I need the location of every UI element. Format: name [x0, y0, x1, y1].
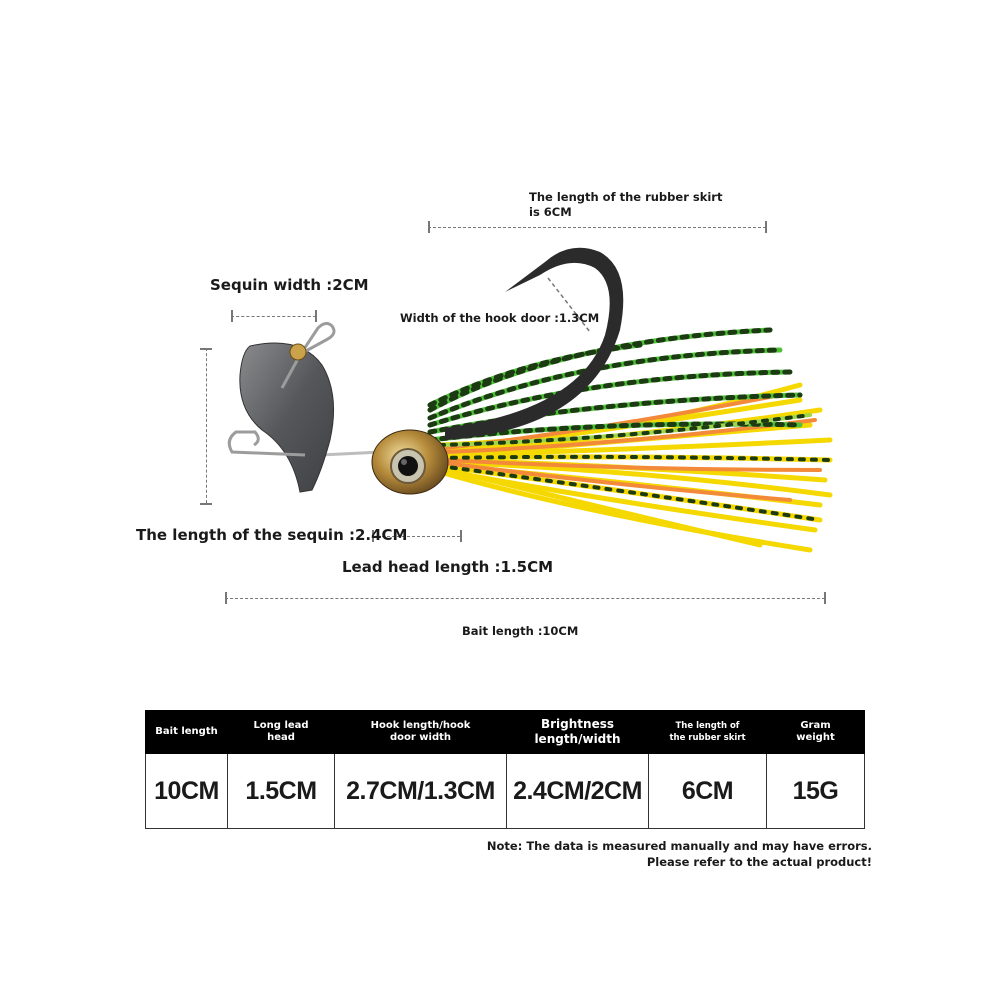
hook — [445, 247, 624, 440]
value-hook: 2.7CM/1.3CM — [334, 753, 507, 829]
note-line2: Please refer to the actual product! — [646, 855, 872, 869]
sequin-width-line — [231, 316, 316, 317]
measurement-note: Note: The data is measured manually and … — [487, 838, 872, 870]
skirt-dim-tick-left — [428, 221, 430, 233]
value-brightness: 2.4CM/2CM — [506, 753, 649, 829]
sequin-length-tick-bottom — [200, 503, 212, 505]
skirt-label-line1: The length of the rubber skirt — [529, 190, 723, 204]
hook-door-label: Width of the hook door :1.3CM — [400, 311, 600, 325]
bait-length-tick-left — [225, 592, 227, 604]
lead-head-line — [372, 536, 460, 537]
line-tie — [227, 430, 306, 457]
bait-length-line — [225, 598, 825, 599]
skirt-dimension-line — [428, 227, 766, 228]
spec-value-row: 10CM 1.5CM 2.7CM/1.3CM 2.4CM/2CM 6CM 15G — [145, 753, 865, 829]
skirt-dim-tick-right — [765, 221, 767, 233]
sequin-length-line — [206, 348, 207, 503]
value-weight: 15G — [766, 753, 865, 829]
bait-length-label: Bait length :10CM — [462, 624, 579, 638]
snap-clip — [280, 321, 336, 389]
sequin-width-label: Sequin width :2CM — [210, 276, 369, 294]
value-bait-length: 10CM — [145, 753, 228, 829]
lead-head-tick-right — [460, 530, 462, 542]
note-line1: Note: The data is measured manually and … — [486, 839, 872, 853]
sequin-width-tick-left — [231, 310, 233, 322]
lead-head-label: Lead head length :1.5CM — [342, 558, 554, 576]
sequin-length-tick-top — [200, 348, 212, 350]
value-skirt: 6CM — [648, 753, 767, 829]
header-bait-length: Bait length — [145, 710, 228, 754]
skirt-label-line2: is 6CM — [529, 205, 572, 219]
sequin-width-tick-right — [315, 310, 317, 322]
sequin-length-label: The length of the sequin :2.4CM — [136, 526, 408, 544]
bead — [289, 343, 307, 361]
lead-head-tick-left — [372, 530, 374, 542]
blade — [239, 342, 335, 493]
value-lead-head: 1.5CM — [227, 753, 335, 829]
bait-length-tick-right — [824, 592, 826, 604]
